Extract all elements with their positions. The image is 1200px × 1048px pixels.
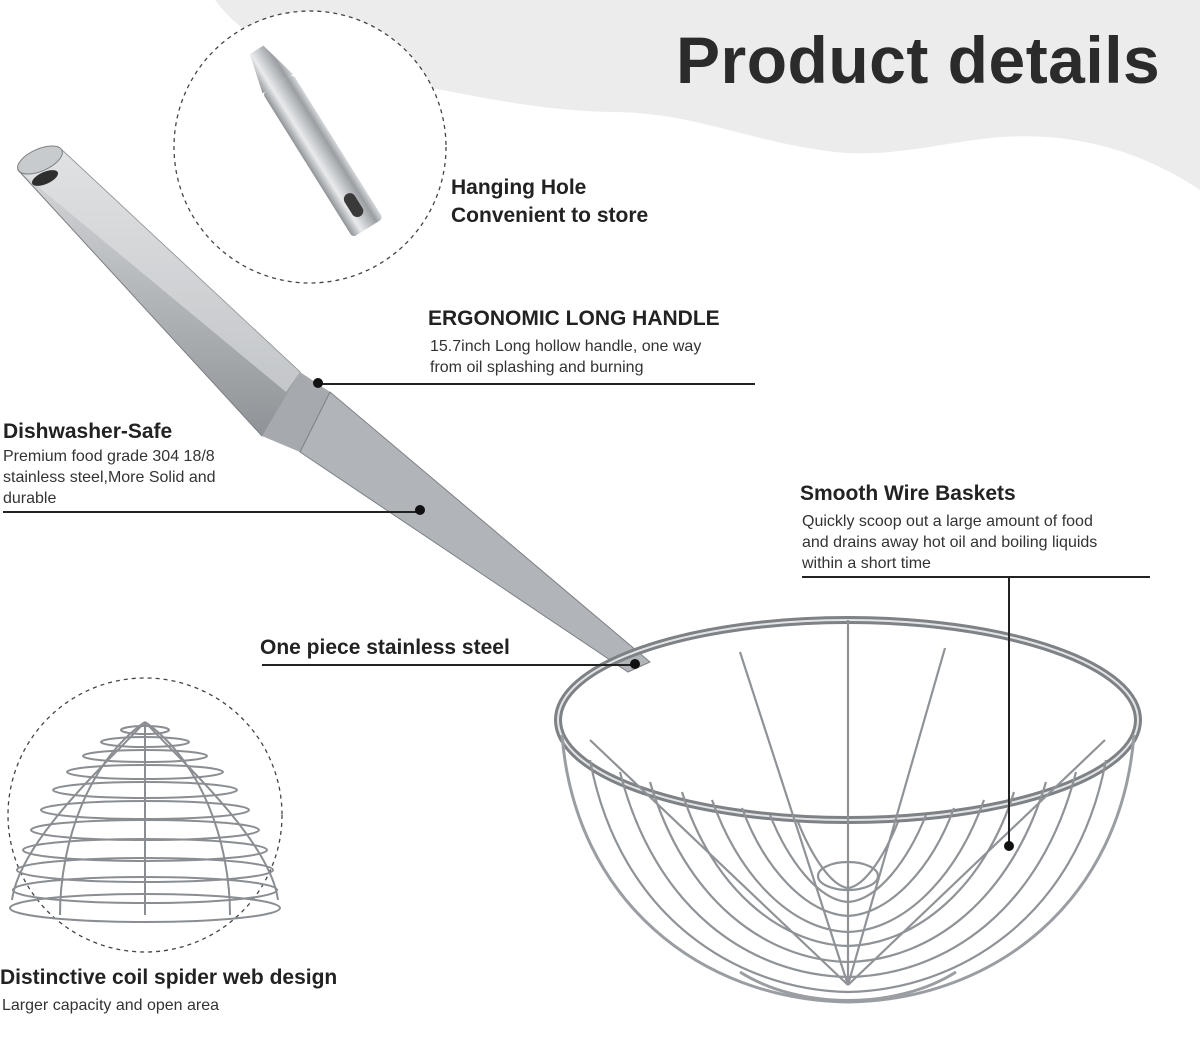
dishwasher-callout-dot <box>415 505 425 515</box>
handle-callout-leader <box>320 383 755 385</box>
handle-callout-title: ERGONOMIC LONG HANDLE <box>428 307 720 330</box>
hanging-hole-title: Hanging Hole <box>451 176 587 199</box>
backdrop-shape <box>215 0 1200 190</box>
handle-callout-dot <box>313 378 323 388</box>
one-piece-callout-dot <box>630 659 640 669</box>
one-piece-callout-leader <box>262 664 634 666</box>
baskets-callout-drop <box>1008 576 1010 846</box>
hanging-hole-subtitle: Convenient to store <box>451 204 649 227</box>
handle-detail-image <box>249 45 382 237</box>
dishwasher-callout-leader <box>3 511 421 513</box>
inverted-basket-image <box>9 721 281 923</box>
baskets-callout-dot <box>1004 841 1014 851</box>
basket-image <box>554 616 1142 1004</box>
one-piece-callout-title: One piece stainless steel <box>260 636 510 659</box>
dishwasher-callout-desc: Premium food grade 304 18/8 stainless st… <box>3 448 216 507</box>
handle-callout-desc: 15.7inch Long hollow handle, one way fro… <box>430 338 702 376</box>
baskets-callout-title: Smooth Wire Baskets <box>800 482 1016 505</box>
page-title: Product details <box>676 23 1161 97</box>
coil-callout-desc: Larger capacity and open area <box>2 997 220 1014</box>
dishwasher-callout-title: Dishwasher-Safe <box>3 420 173 443</box>
coil-callout-title: Distinctive coil spider web design <box>0 966 338 989</box>
handle-image <box>17 145 651 673</box>
baskets-callout-desc: Quickly scoop out a large amount of food… <box>802 513 1098 572</box>
baskets-callout-leader <box>802 576 1150 578</box>
